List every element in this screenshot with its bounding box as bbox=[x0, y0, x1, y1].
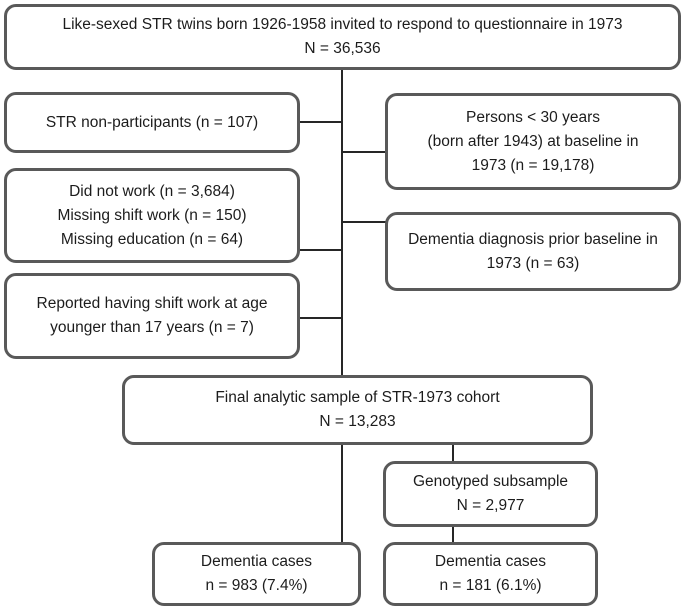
connector-final-to-dementia-cohort bbox=[341, 444, 343, 544]
connector-genotyped-to-dementia bbox=[452, 525, 454, 544]
box-dementia-cases-genotyped-line-1: Dementia cases bbox=[434, 553, 547, 570]
connector-under-30 bbox=[342, 151, 386, 153]
box-dementia-prior-baseline: Dementia diagnosis prior baseline in 197… bbox=[385, 212, 681, 291]
box-final-analytic-sample-line-2: N = 13,283 bbox=[319, 413, 396, 430]
box-dementia-cases-cohort-line-1: Dementia cases bbox=[200, 553, 313, 570]
box-invited-cohort-line-2: N = 36,536 bbox=[304, 40, 381, 57]
box-exclusions-work: Did not work (n = 3,684) Missing shift w… bbox=[4, 168, 300, 263]
box-under-30-years-line-1: Persons < 30 years bbox=[466, 108, 600, 126]
box-genotyped-subsample: Genotyped subsample N = 2,977 bbox=[383, 461, 598, 527]
box-final-analytic-sample-line-1: Final analytic sample of STR-1973 cohort bbox=[215, 389, 500, 406]
box-dementia-prior-baseline-line-1: Dementia diagnosis prior baseline in bbox=[408, 230, 658, 248]
box-genotyped-subsample-line-2: N = 2,977 bbox=[456, 497, 525, 514]
box-dementia-cases-cohort-line-2: n = 983 (7.4%) bbox=[205, 577, 308, 594]
box-invited-cohort: Like-sexed STR twins born 1926-1958 invi… bbox=[4, 4, 681, 70]
box-dementia-cases-genotyped: Dementia cases n = 181 (6.1%) bbox=[383, 542, 598, 606]
box-final-analytic-sample: Final analytic sample of STR-1973 cohort… bbox=[122, 375, 593, 445]
box-shift-work-young-line-2: younger than 17 years (n = 7) bbox=[50, 319, 254, 336]
box-non-participants: STR non-participants (n = 107) bbox=[4, 92, 300, 153]
box-invited-cohort-line-1: Like-sexed STR twins born 1926-1958 invi… bbox=[62, 16, 623, 33]
connector-exclusions-work bbox=[299, 249, 343, 251]
box-under-30-years-line-3: 1973 (n = 19,178) bbox=[471, 156, 595, 174]
connector-shift-young bbox=[299, 317, 343, 319]
box-under-30-years-line-2: (born after 1943) at baseline in bbox=[427, 132, 639, 150]
box-shift-work-young-line-1: Reported having shift work at age bbox=[36, 295, 268, 312]
box-exclusions-work-line-2: Missing shift work (n = 150) bbox=[57, 206, 247, 224]
box-exclusions-work-line-1: Did not work (n = 3,684) bbox=[69, 182, 235, 200]
box-non-participants-line-1: STR non-participants (n = 107) bbox=[45, 113, 259, 131]
box-dementia-cases-genotyped-line-2: n = 181 (6.1%) bbox=[439, 577, 542, 594]
box-genotyped-subsample-line-1: Genotyped subsample bbox=[412, 473, 569, 490]
box-shift-work-young: Reported having shift work at age younge… bbox=[4, 273, 300, 359]
box-dementia-prior-baseline-line-2: 1973 (n = 63) bbox=[486, 254, 580, 272]
connector-final-to-genotyped bbox=[452, 444, 454, 463]
box-under-30-years: Persons < 30 years (born after 1943) at … bbox=[385, 93, 681, 190]
connector-non-participants bbox=[299, 121, 343, 123]
box-dementia-cases-cohort: Dementia cases n = 983 (7.4%) bbox=[152, 542, 361, 606]
box-exclusions-work-line-3: Missing education (n = 64) bbox=[60, 230, 244, 248]
connector-dementia-prior bbox=[342, 221, 386, 223]
